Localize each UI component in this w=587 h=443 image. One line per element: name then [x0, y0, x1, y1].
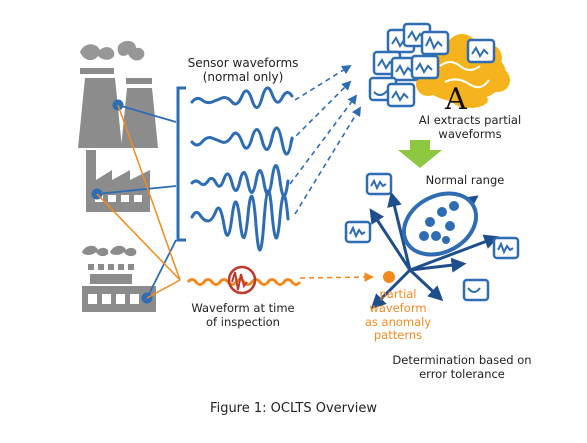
waveform-bracket	[176, 86, 186, 242]
partial-waveform-dot	[383, 271, 395, 283]
ai-brain-folds	[439, 61, 490, 89]
normal-waveform-3	[190, 164, 290, 198]
partial-line4: patterns	[373, 328, 423, 343]
ai-extracts-label: AI extracts partial waveforms	[400, 113, 540, 142]
sensor-waveforms-subtitle: (normal only)	[202, 70, 284, 85]
waveform-card-icon	[344, 220, 372, 244]
green-down-arrow	[398, 140, 442, 168]
waveform-cards	[368, 22, 496, 108]
industrial-plant-icon	[82, 245, 156, 312]
determination-label: Determination based on error tolerance	[372, 353, 552, 382]
sensor-dots	[91, 99, 153, 304]
ai-extracts-line1: AI extracts partial	[418, 113, 522, 127]
inspection-waveform-label: Waveform at time of inspection	[178, 301, 308, 330]
cluster-points	[419, 201, 459, 244]
waveform-card-icon	[420, 30, 450, 56]
partial-waveform-label: partial waveform as anomaly patterns	[358, 287, 438, 343]
anomaly-pattern-icons	[344, 172, 520, 302]
partial-line3: as anomaly	[364, 314, 432, 329]
normal-waveform-4	[190, 189, 290, 252]
normal-range-cluster	[369, 191, 500, 310]
determination-line1: Determination based on	[392, 353, 532, 367]
waveform-card-icon	[410, 54, 440, 80]
ai-letter: A	[445, 82, 467, 117]
anomaly-arrow	[299, 272, 374, 282]
anomaly-circle	[227, 265, 257, 295]
sensor-waveforms-label: Sensor waveforms (normal only)	[178, 56, 308, 85]
cluster-axes	[369, 191, 500, 310]
waveform-card-icon	[492, 236, 520, 260]
normal-waveform-1	[190, 86, 294, 109]
normal-waveforms	[190, 86, 294, 252]
anomaly-spike	[231, 271, 248, 291]
waveform-card-icon	[466, 38, 496, 64]
determination-line2: error tolerance	[419, 366, 505, 381]
ai-extracts-line2: waveforms	[438, 126, 502, 141]
waveform-card-icon	[462, 278, 490, 302]
figure-caption: Figure 1: OCLTS Overview	[210, 401, 377, 416]
inspection-line1: Waveform at time	[191, 301, 295, 315]
inspection-line2: of inspection	[206, 314, 280, 329]
power-plant-icon	[78, 40, 158, 148]
partial-line2: waveform	[369, 300, 427, 315]
factory-icon	[86, 150, 150, 212]
sensor-waveforms-title: Sensor waveforms	[187, 56, 299, 70]
partial-line1: partial	[379, 287, 417, 301]
sensor-blue-links	[96, 104, 177, 299]
sensor-orange-links	[96, 104, 181, 299]
waveform-card-icon	[386, 82, 416, 108]
extraction-arrows	[289, 64, 362, 215]
normal-range-label: Normal range	[425, 173, 505, 187]
waveform-card-icon	[365, 172, 393, 196]
normal-waveform-2	[190, 126, 294, 156]
